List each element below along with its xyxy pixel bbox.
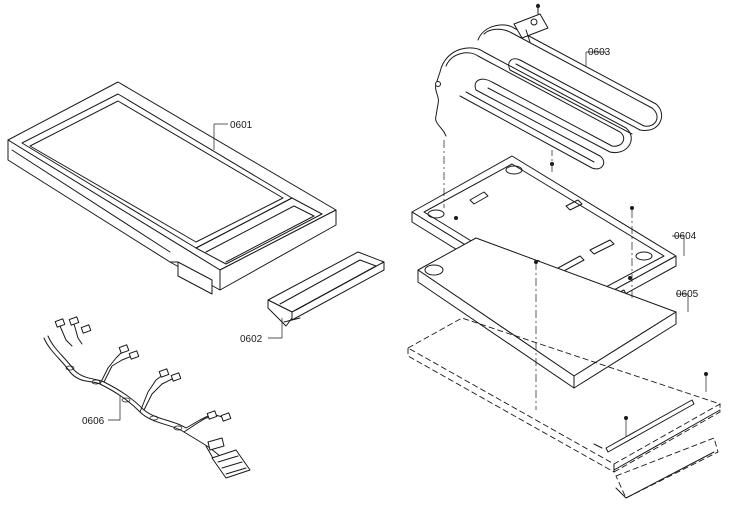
base-plate-reference bbox=[407, 317, 722, 499]
part-0601-tray[interactable] bbox=[7, 81, 337, 295]
label-0604-text: 0604 bbox=[674, 231, 697, 242]
label-0603: 0603 bbox=[585, 47, 611, 66]
part-0603-heating-element[interactable] bbox=[435, 3, 662, 170]
label-0601-text: 0601 bbox=[230, 120, 253, 131]
label-0601: 0601 bbox=[213, 120, 253, 150]
label-0603-text: 0603 bbox=[588, 47, 611, 58]
part-0606-wiring-harness[interactable] bbox=[43, 316, 251, 479]
label-0602-text: 0602 bbox=[240, 334, 263, 345]
part-0605-insulation-plate[interactable] bbox=[417, 237, 677, 389]
label-0602: 0602 bbox=[240, 318, 283, 345]
label-0604: 0604 bbox=[672, 231, 697, 256]
label-0605: 0605 bbox=[676, 289, 699, 312]
part-0602-drip-channel[interactable] bbox=[267, 251, 385, 327]
label-0605-text: 0605 bbox=[676, 289, 699, 300]
assembly-centerlines bbox=[443, 140, 633, 410]
label-0606: 0606 bbox=[82, 396, 121, 427]
label-0606-text: 0606 bbox=[82, 416, 105, 427]
